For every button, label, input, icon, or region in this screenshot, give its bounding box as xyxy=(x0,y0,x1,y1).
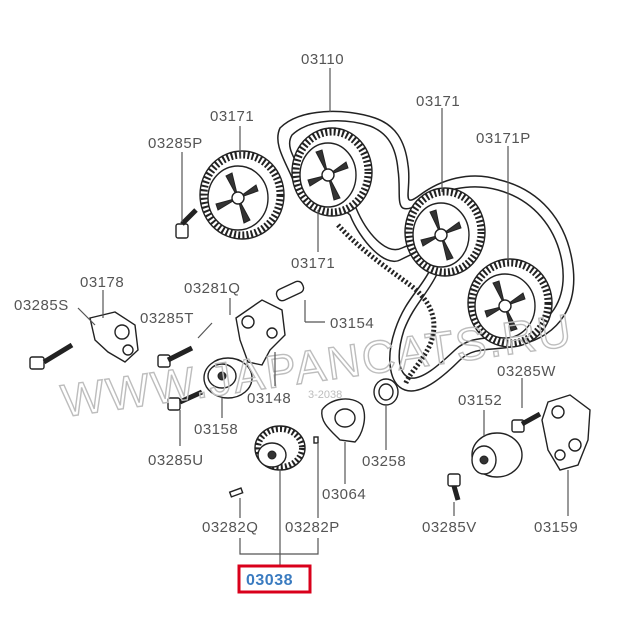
label-bolt-lower-left[interactable]: 03285U xyxy=(148,452,204,469)
idler-pulley[interactable] xyxy=(471,432,523,478)
label-seal[interactable]: 03258 xyxy=(362,453,406,470)
label-tensioner-pulley[interactable]: 03158 xyxy=(194,421,238,438)
camshaft-sprocket-top-left[interactable] xyxy=(199,150,285,240)
tensioner-pulley[interactable] xyxy=(203,357,253,399)
label-cam-top-right[interactable]: 03171 xyxy=(416,93,460,110)
key-right[interactable] xyxy=(313,436,319,444)
bolt-lower-left[interactable] xyxy=(167,389,204,411)
label-bolt-right[interactable]: 03285W xyxy=(497,363,556,380)
part-labels: 03110 03171 03285P 03171 03171 03171P 03… xyxy=(14,51,578,536)
bracket-right[interactable] xyxy=(541,394,591,471)
label-pin[interactable]: 03154 xyxy=(330,315,374,332)
label-cam-top-left-center[interactable]: 03171 xyxy=(291,255,335,272)
label-cam-right[interactable]: 03171P xyxy=(476,130,531,147)
plate[interactable] xyxy=(321,398,366,443)
bolt-lower-right[interactable] xyxy=(447,473,461,501)
key-left[interactable] xyxy=(228,487,244,498)
bracket-left[interactable] xyxy=(89,311,139,363)
label-bracket-left[interactable]: 03178 xyxy=(80,274,124,291)
crankshaft-sprocket[interactable] xyxy=(254,425,306,471)
timing-belt[interactable] xyxy=(277,110,575,392)
bolt-right[interactable] xyxy=(511,411,542,433)
label-bracket-center[interactable]: 03281Q xyxy=(184,280,240,297)
label-tensioner-arm[interactable]: 03148 xyxy=(247,390,291,407)
leader-lines xyxy=(77,68,569,566)
bolt-left[interactable] xyxy=(29,342,74,370)
bolt-center[interactable] xyxy=(157,345,194,368)
label-key-left[interactable]: 03282Q xyxy=(202,519,258,536)
label-key-right[interactable]: 03282P xyxy=(285,519,340,536)
selected-part-highlight xyxy=(237,564,312,594)
selected-part-callout[interactable]: 03038 xyxy=(237,564,312,594)
bolt-top-left[interactable] xyxy=(175,208,198,239)
tensioner-arm[interactable] xyxy=(235,299,286,366)
label-idler[interactable]: 03152 xyxy=(458,392,502,409)
label-belt[interactable]: 03110 xyxy=(301,51,344,68)
label-cam-top-left[interactable]: 03171 xyxy=(210,108,254,125)
label-bracket-right[interactable]: 03159 xyxy=(534,519,578,536)
label-plate[interactable]: 03064 xyxy=(322,486,366,503)
label-bolt-top-left[interactable]: 03285P xyxy=(148,135,203,152)
seal[interactable] xyxy=(373,378,399,406)
selected-part-label[interactable]: 03038 xyxy=(246,572,293,589)
pin[interactable] xyxy=(275,280,305,303)
watermark-small: 3-2038 xyxy=(308,389,342,401)
label-bolt-center[interactable]: 03285T xyxy=(140,310,194,327)
camshaft-sprocket-right-upper[interactable] xyxy=(404,187,486,277)
camshaft-sprocket-right-lower[interactable] xyxy=(467,258,553,348)
label-bolt-left[interactable]: 03285S xyxy=(14,297,69,314)
label-bolt-lower-right[interactable]: 03285V xyxy=(422,519,477,536)
camshaft-sprocket-top-center[interactable] xyxy=(291,127,373,217)
